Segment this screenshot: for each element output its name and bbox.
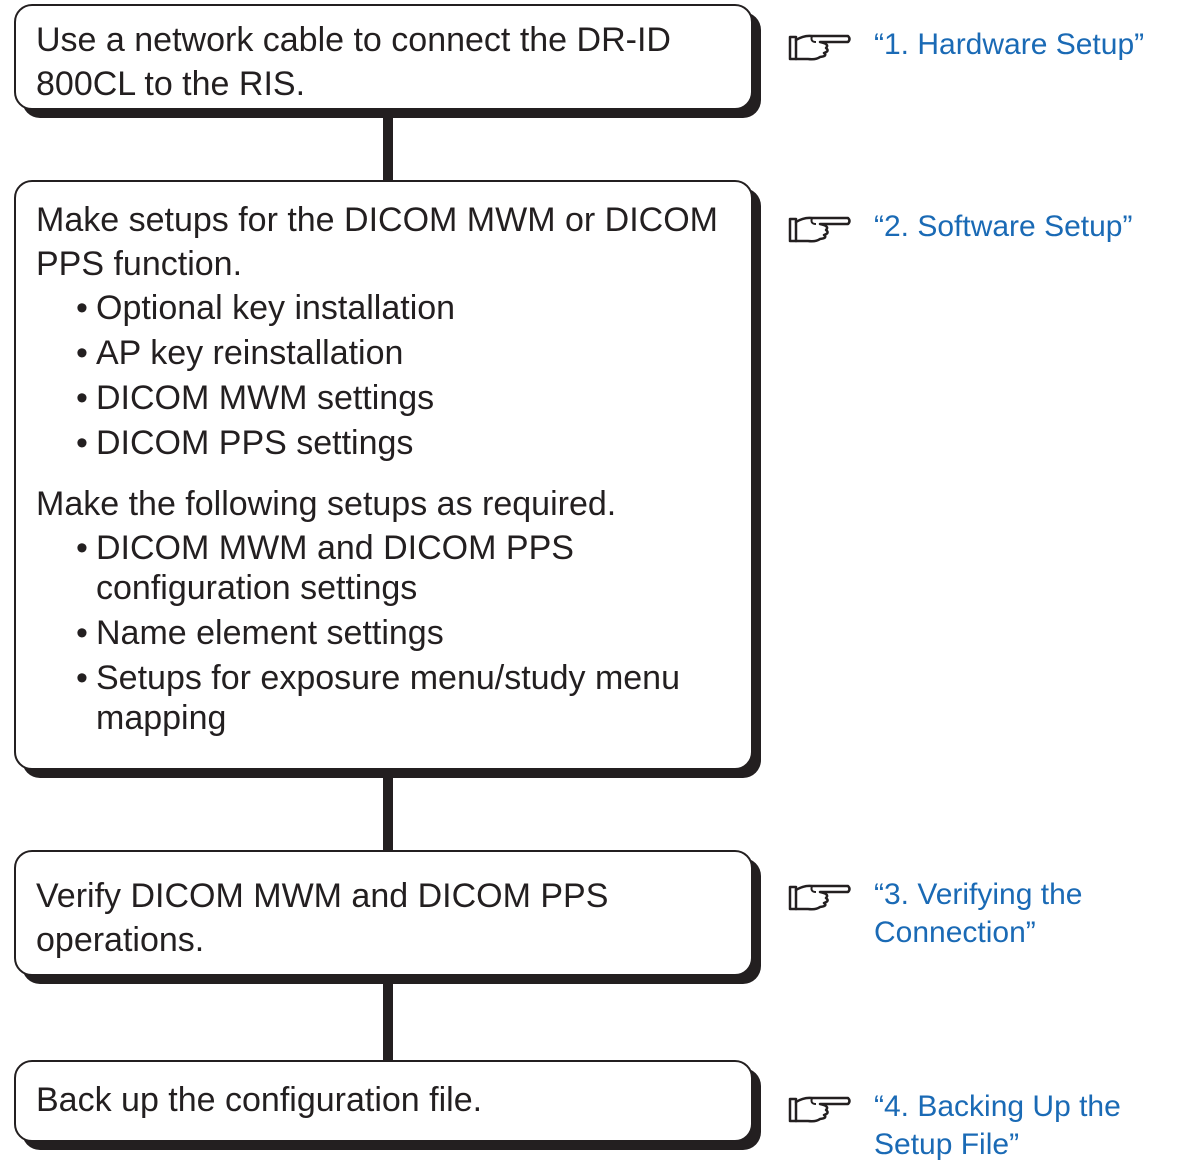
list-item: •AP key reinstallation xyxy=(76,334,404,372)
bullet: • xyxy=(76,659,88,697)
step-4-text: Back up the configuration file. xyxy=(36,1081,483,1119)
step-2-required-list: •Optional key installation •AP key reins… xyxy=(36,288,731,463)
bullet: • xyxy=(76,529,88,567)
list-item: •Setups for exposure menu/study menu map… xyxy=(76,659,680,737)
bullet: • xyxy=(76,379,88,417)
step-2-reference-link[interactable]: “2. Software Setup” xyxy=(874,210,1133,243)
bullet: • xyxy=(76,289,88,327)
list-item: •Name element settings xyxy=(76,614,444,652)
step-3-box: Verify DICOM MWM and DICOM PPS operation… xyxy=(14,850,753,976)
step-2-box: Make setups for the DICOM MWM or DICOM P… xyxy=(14,180,753,770)
step-4-box: Back up the configuration file. xyxy=(14,1060,753,1142)
bullet: • xyxy=(76,614,88,652)
flow-connector-3-4 xyxy=(383,976,393,1064)
flow-connector-2-3 xyxy=(383,770,393,854)
step-4-reference-link[interactable]: “4. Backing Up the Setup File” xyxy=(874,1090,1121,1161)
step-1-reference-link[interactable]: “1. Hardware Setup” xyxy=(874,28,1145,61)
step-1-text: Use a network cable to connect the DR-ID… xyxy=(36,21,671,103)
pointing-hand-icon xyxy=(788,34,851,61)
bullet: • xyxy=(76,424,88,462)
step-2-intro: Make setups for the DICOM MWM or DICOM P… xyxy=(36,201,718,283)
step-3-reference-link[interactable]: “3. Verifying the Connection” xyxy=(874,878,1083,949)
flow-connector-1-2 xyxy=(383,110,393,184)
list-item: •DICOM MWM settings xyxy=(76,379,435,417)
pointing-hand-icon xyxy=(788,1096,851,1123)
list-item: •DICOM MWM and DICOM PPS configuration s… xyxy=(76,529,574,607)
step-2-optional-intro: Make the following setups as required. xyxy=(36,485,617,523)
pointing-hand-icon xyxy=(788,884,851,911)
pointing-hand-icon xyxy=(788,216,851,243)
list-item: •Optional key installation xyxy=(76,289,456,327)
step-1-box: Use a network cable to connect the DR-ID… xyxy=(14,4,753,110)
list-item: •DICOM PPS settings xyxy=(76,424,414,462)
step-2-optional-list: •DICOM MWM and DICOM PPS configuration s… xyxy=(36,528,731,738)
bullet: • xyxy=(76,334,88,372)
step-3-text: Verify DICOM MWM and DICOM PPS operation… xyxy=(36,877,609,959)
